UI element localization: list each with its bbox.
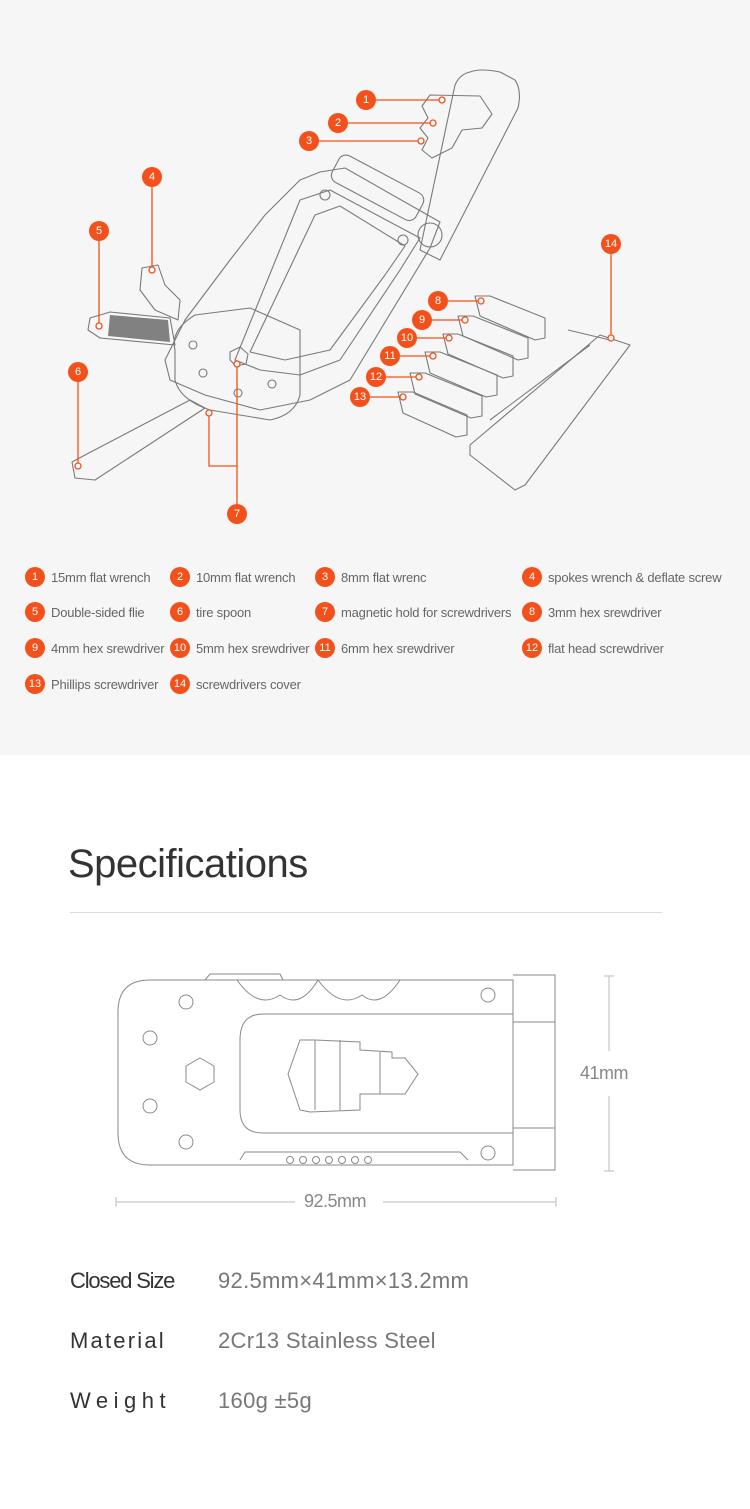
callout-5: 5 bbox=[89, 221, 109, 241]
legend-item: 13 Phillips screwdriver bbox=[25, 674, 158, 694]
callout-11: 11 bbox=[380, 346, 400, 366]
legend-label: Phillips screwdriver bbox=[51, 676, 159, 692]
callout-9: 9 bbox=[412, 310, 432, 330]
legend-label: 6mm hex srewdriver bbox=[341, 640, 455, 656]
legend-item: 14 screwdrivers cover bbox=[170, 674, 301, 694]
legend-label: magnetic hold for screwdrivers bbox=[341, 604, 512, 620]
legend-label: 8mm flat wrenc bbox=[341, 569, 427, 585]
legend-item: 5 Double-sided flie bbox=[25, 602, 145, 622]
legend-label: screwdrivers cover bbox=[196, 676, 301, 692]
legend-item: 12 flat head screwdriver bbox=[522, 638, 664, 658]
multitool-exploded-illustration bbox=[71, 69, 631, 504]
legend-badge: 11 bbox=[315, 638, 335, 658]
legend-item: 11 6mm hex srewdriver bbox=[315, 638, 455, 658]
legend-badge: 7 bbox=[315, 602, 335, 622]
spec-row-material: Material 2Cr13 Stainless Steel bbox=[70, 1321, 436, 1361]
legend-label: Double-sided flie bbox=[51, 604, 145, 620]
legend-badge: 2 bbox=[170, 567, 190, 587]
legend-label: 15mm flat wrench bbox=[51, 569, 151, 585]
callout-13: 13 bbox=[350, 387, 370, 407]
legend-badge: 10 bbox=[170, 638, 190, 658]
legend-label: flat head screwdriver bbox=[548, 640, 664, 656]
legend-badge: 13 bbox=[25, 674, 45, 694]
legend-badge: 8 bbox=[522, 602, 542, 622]
legend-item: 6 tire spoon bbox=[170, 602, 251, 622]
legend-badge: 5 bbox=[25, 602, 45, 622]
legend-badge: 9 bbox=[25, 638, 45, 658]
height-dimension-label: 41mm bbox=[580, 1063, 629, 1083]
legend-badge: 4 bbox=[522, 567, 542, 587]
callout-4: 4 bbox=[142, 167, 162, 187]
spec-value: 92.5mm×41mm×13.2mm bbox=[218, 1268, 470, 1293]
callout-12: 12 bbox=[366, 367, 386, 387]
legend-item: 1 15mm flat wrench bbox=[25, 567, 151, 587]
legend-item: 2 10mm flat wrench bbox=[170, 567, 296, 587]
spec-value: 2Cr13 Stainless Steel bbox=[218, 1328, 436, 1353]
callout-2: 2 bbox=[328, 113, 348, 133]
spec-row-closed-size: Closed Size 92.5mm×41mm×13.2mm bbox=[70, 1261, 469, 1301]
spec-row-weight: Weight 160g ±5g bbox=[70, 1381, 312, 1421]
callout-7: 7 bbox=[227, 504, 247, 524]
callout-6: 6 bbox=[68, 362, 88, 382]
callout-14: 14 bbox=[601, 234, 621, 254]
legend-item: 9 4mm hex srewdriver bbox=[25, 638, 165, 658]
width-dimension-label: 92.5mm bbox=[304, 1191, 367, 1211]
legend-badge: 3 bbox=[315, 567, 335, 587]
legend-badge: 6 bbox=[170, 602, 190, 622]
legend-label: tire spoon bbox=[196, 604, 252, 620]
specifications-title: Specifications bbox=[68, 842, 308, 886]
legend-item: 8 3mm hex srewdriver bbox=[522, 602, 662, 622]
legend-item: 10 5mm hex srewdriver bbox=[170, 638, 310, 658]
legend-label: spokes wrench & deflate screw bbox=[548, 569, 722, 585]
legend-item: 3 8mm flat wrenc bbox=[315, 567, 427, 587]
spec-key: Material bbox=[70, 1328, 166, 1353]
legend-label: 4mm hex srewdriver bbox=[51, 640, 165, 656]
closed-tool-dimension-drawing bbox=[115, 973, 614, 1207]
legend-badge: 1 bbox=[25, 567, 45, 587]
title-divider bbox=[70, 912, 662, 913]
legend-label: 3mm hex srewdriver bbox=[548, 604, 662, 620]
legend-item: 7 magnetic hold for screwdrivers bbox=[315, 602, 511, 622]
exploded-diagram-section: 1 2 3 4 5 6 7 8 9 10 11 12 13 14 1 15mm f… bbox=[25, 69, 722, 694]
spec-key: Closed Size bbox=[70, 1268, 175, 1293]
spec-value: 160g ±5g bbox=[218, 1388, 312, 1413]
legend-badge: 14 bbox=[170, 674, 190, 694]
callout-3: 3 bbox=[299, 131, 319, 151]
callout-10: 10 bbox=[397, 328, 417, 348]
legend-item: 4 spokes wrench & deflate screw bbox=[522, 567, 722, 587]
legend-label: 5mm hex srewdriver bbox=[196, 640, 310, 656]
legend-badge: 12 bbox=[522, 638, 542, 658]
callout-8: 8 bbox=[428, 291, 448, 311]
callout-1: 1 bbox=[356, 90, 376, 110]
legend-label: 10mm flat wrench bbox=[196, 569, 296, 585]
spec-key: Weight bbox=[70, 1388, 172, 1413]
